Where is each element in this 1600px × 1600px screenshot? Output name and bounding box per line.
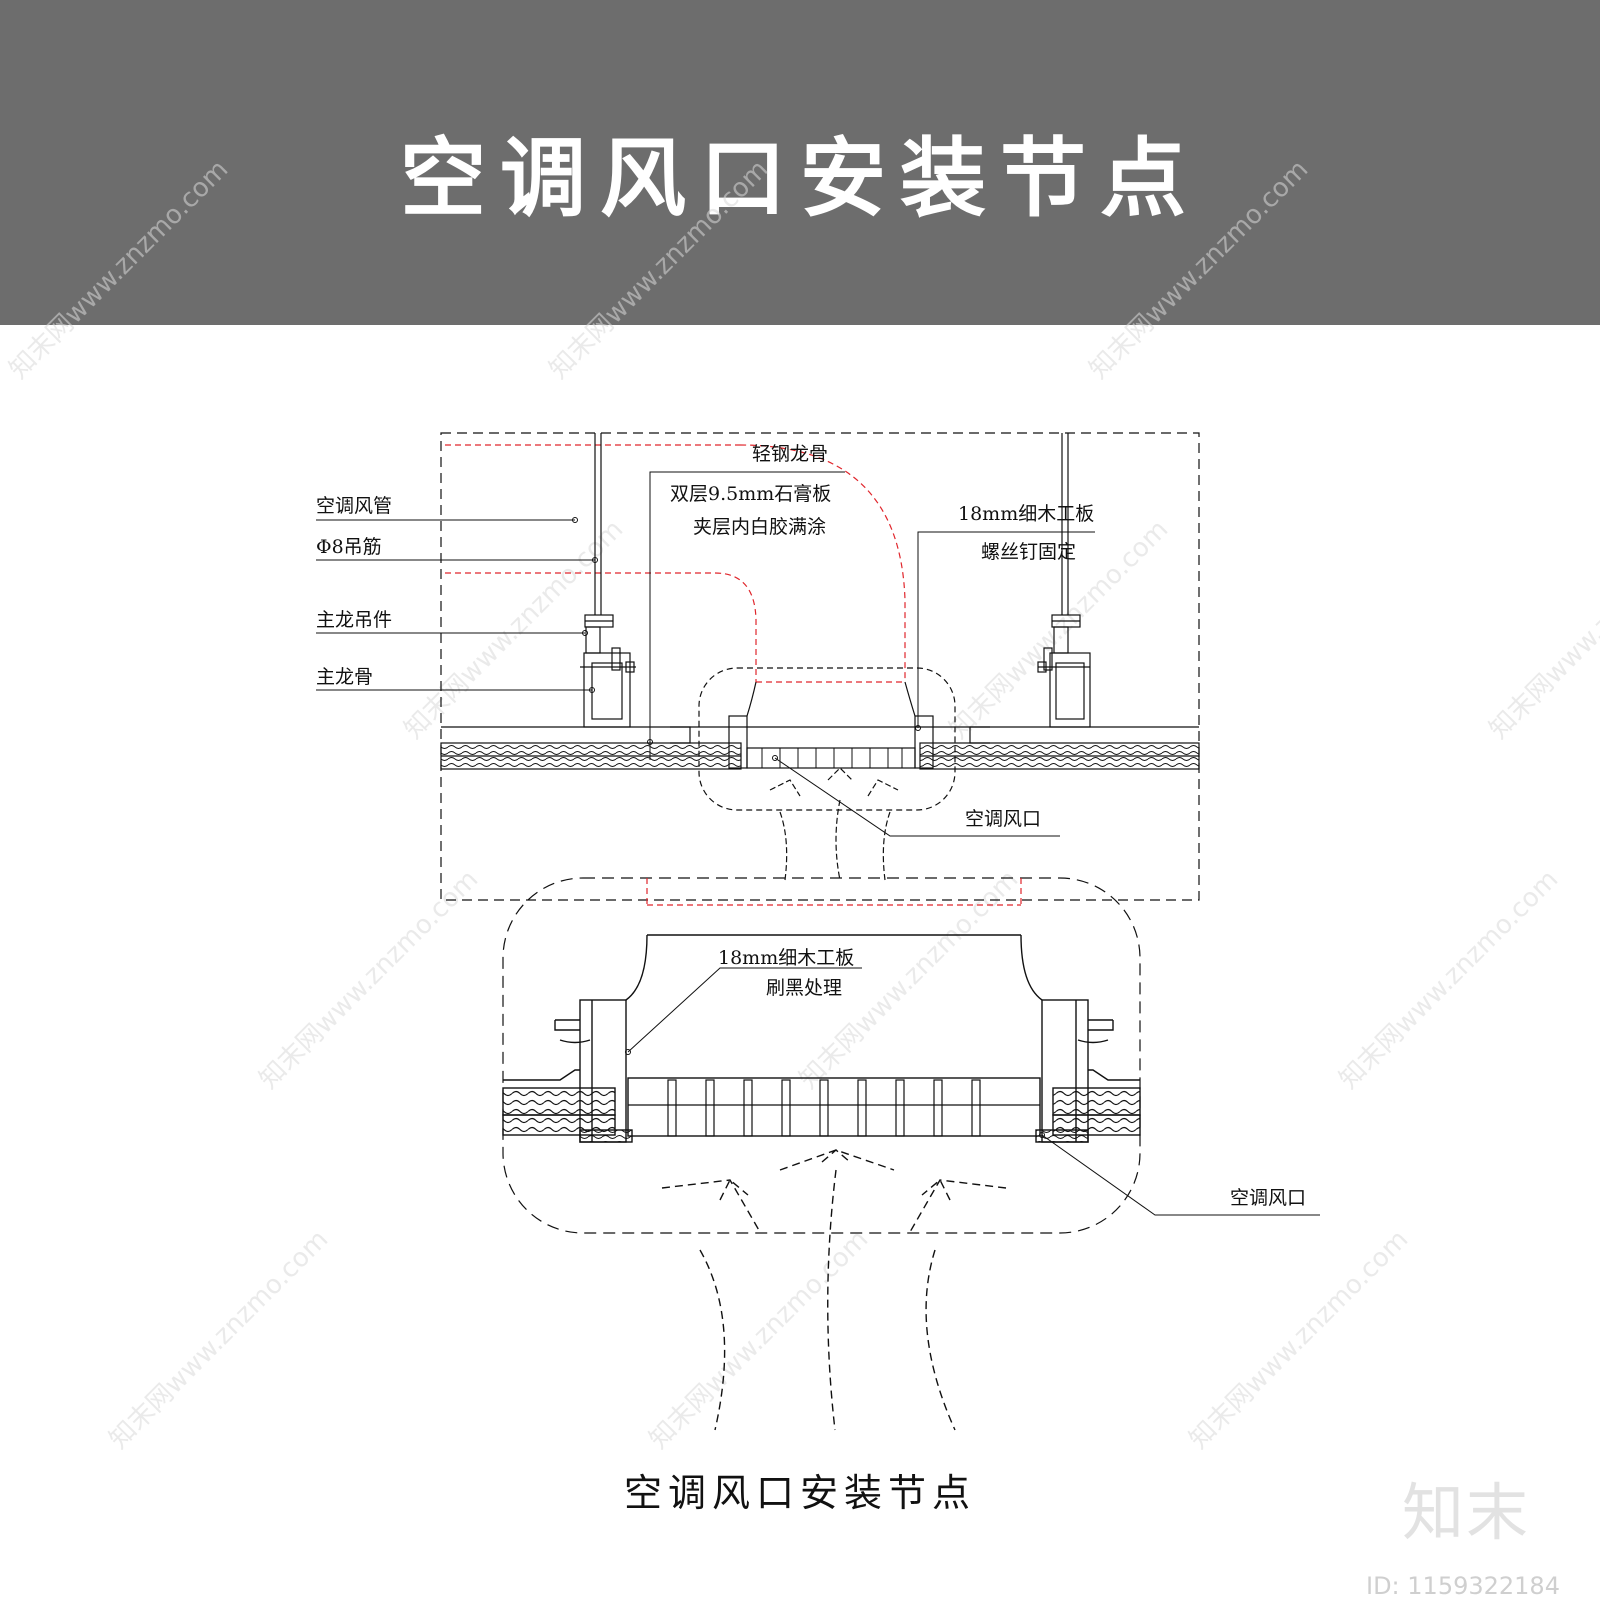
svg-text:知末网www.znzmo.com: 知末网www.znzmo.com (1084, 154, 1315, 385)
label-plywood-top-2: 螺丝钉固定 (981, 541, 1076, 563)
svg-text:知末网www.znzmo.com: 知末网www.znzmo.com (254, 864, 485, 1095)
svg-text:知末网www.znzmo.com: 知末网www.znzmo.com (1484, 514, 1600, 745)
light-keel-left (670, 726, 691, 744)
duct-wall-right (1020, 934, 1043, 1001)
label-gypsum-2: 夹层内白胶满涂 (693, 516, 826, 538)
gypsum-board-bottom-left (502, 1069, 616, 1136)
gypsum-board-right (919, 742, 1200, 770)
enlarge-marker-top (698, 667, 956, 811)
gypsum-board-left (440, 742, 742, 770)
vent-grille-top (746, 747, 916, 769)
brand-logo: 知末 (1402, 1476, 1531, 1549)
airflow-arrows-bottom (661, 1149, 1007, 1431)
watermark-layer: 知末网www.znzmo.com 知末网www.znzmo.com 知末网www… (4, 154, 1600, 1455)
svg-text:知末网www.znzmo.com: 知末网www.znzmo.com (1184, 1224, 1415, 1455)
duct-hidden-lines (445, 444, 906, 683)
svg-text:知末网www.znzmo.com: 知末网www.znzmo.com (1334, 864, 1565, 1095)
enlarge-frame-bottom (502, 877, 1141, 1234)
hanger-rod-left (594, 433, 602, 615)
page-title: 空调风口安装节点 (400, 129, 1200, 229)
vent-grille-bottom (579, 1077, 1089, 1143)
label-plywood-bottom-1: 18mm细木工板 (718, 947, 854, 969)
top-section (440, 432, 1200, 901)
label-duct: 空调风管 (316, 495, 392, 517)
duct-hidden-lines-bottom (646, 878, 1022, 906)
labels: 空调风管 Φ8吊筋 主龙吊件 主龙骨 轻钢龙骨 双层9.5mm石膏板 夹层内白胶… (316, 443, 1306, 1209)
hanger-rod-right (1061, 433, 1069, 615)
label-vent-top: 空调风口 (965, 808, 1041, 830)
plywood-frame-left (728, 715, 748, 769)
svg-text:知末网www.znzmo.com: 知末网www.znzmo.com (544, 154, 775, 385)
gypsum-board-bottom-right (1052, 1069, 1141, 1136)
label-vent-bottom: 空调风口 (1230, 1187, 1306, 1209)
main-hanger-left (580, 614, 636, 728)
light-keel-right (969, 726, 990, 744)
image-id: ID: 1159322184 (1366, 1572, 1560, 1600)
label-plywood-bottom-2: 刷黑处理 (766, 977, 842, 999)
drawing-caption: 空调风口安装节点 (623, 1471, 976, 1515)
title-banner: 空调风口安装节点 (0, 0, 1600, 325)
label-hanger: 主龙吊件 (316, 609, 392, 631)
leader-lines (316, 471, 1320, 1216)
label-rod: Φ8吊筋 (316, 536, 382, 558)
duct-wall-left (625, 934, 648, 1001)
label-light-keel: 轻钢龙骨 (752, 443, 828, 465)
svg-text:知末网www.znzmo.com: 知末网www.znzmo.com (104, 1224, 335, 1455)
airflow-arrows-top (769, 767, 899, 881)
bottom-section (502, 877, 1141, 1431)
label-gypsum-1: 双层9.5mm石膏板 (670, 482, 831, 505)
svg-text:知末网www.znzmo.com: 知末网www.znzmo.com (644, 1224, 875, 1455)
top-detail-frame (440, 432, 1200, 901)
svg-text:知末网www.znzmo.com: 知末网www.znzmo.com (4, 154, 235, 385)
plywood-frame-right (914, 715, 934, 769)
label-main-keel: 主龙骨 (316, 666, 373, 688)
label-plywood-top-1: 18mm细木工板 (958, 503, 1094, 525)
